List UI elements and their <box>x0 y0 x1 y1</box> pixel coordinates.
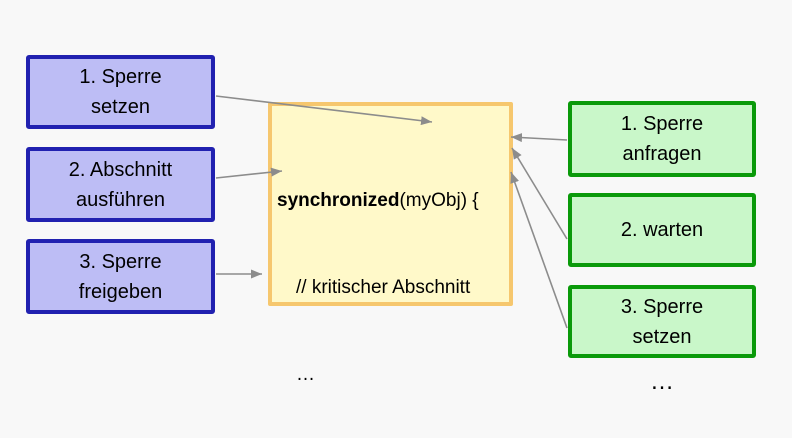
right-box-2-line-1: 2. warten <box>620 219 704 241</box>
left-box-2: 2. Abschnitt ausführen <box>26 147 215 222</box>
arrow-right-1-icon <box>510 133 568 143</box>
right-box-1-line-1: 1. Sperre <box>620 113 704 135</box>
right-box-3-line-2: setzen <box>632 325 692 348</box>
code-signature-rest: (myObj) { <box>399 190 479 211</box>
right-box-1: 1. Sperre anfragen <box>568 101 756 177</box>
right-box-3-line-1: 3. Sperre <box>620 295 704 318</box>
right-box-2: 2. warten <box>568 193 756 267</box>
code-line-ellipsis: … <box>296 364 315 385</box>
code-keyword: synchronized <box>277 190 400 211</box>
code-line-comment: // kritischer Abschnitt <box>296 277 471 298</box>
left-box-1-line-1: 1. Sperre <box>79 66 162 88</box>
bottom-ellipsis: … <box>650 368 674 395</box>
right-box-1-line-2: anfragen <box>622 143 702 165</box>
left-box-3-line-1: 3. Sperre <box>79 250 162 273</box>
left-box-3-line-2: freigeben <box>78 280 163 303</box>
left-box-3: 3. Sperre freigeben <box>26 239 215 314</box>
code-box: synchronized(myObj) { // kritischer Absc… <box>268 102 513 385</box>
right-box-3: 3. Sperre setzen <box>568 285 756 358</box>
left-box-2-line-1: 2. Abschnitt <box>68 158 173 181</box>
left-box-2-line-2: ausführen <box>76 188 165 211</box>
code-line-signature: synchronized(myObj) { <box>277 186 504 215</box>
arrow-right-3-icon <box>510 171 568 329</box>
arrow-right-2-icon <box>511 147 568 240</box>
left-box-1: 1. Sperre setzen <box>26 55 215 129</box>
left-box-1-line-2: setzen <box>91 96 150 118</box>
